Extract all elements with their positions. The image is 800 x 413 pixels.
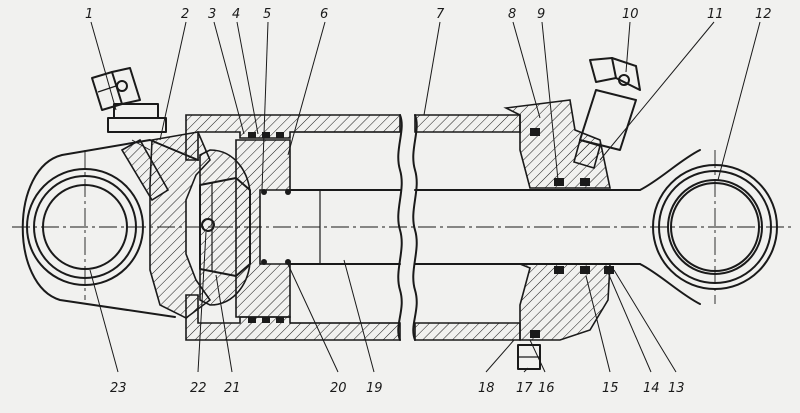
- callout-5: 5: [263, 7, 271, 22]
- callout-6: 6: [320, 7, 328, 22]
- front-mount-eye: [639, 149, 778, 305]
- cylinder-barrel: [185, 114, 521, 341]
- callout-1: 1: [85, 7, 93, 22]
- callout-15: 15: [602, 381, 619, 396]
- callout-3: 3: [208, 7, 216, 22]
- rear-mount-eye: [21, 131, 212, 319]
- callout-labels: 1 2 3 4 5 6 7 8 9 10 11 12 13 14 15 16 1…: [85, 7, 772, 396]
- callout-11: 11: [707, 7, 724, 22]
- callout-10: 10: [622, 7, 639, 22]
- front-gland: [503, 99, 614, 370]
- callout-23: 23: [110, 381, 127, 396]
- callout-leaders: [89, 21, 761, 373]
- callout-20: 20: [330, 381, 347, 396]
- callout-13: 13: [668, 381, 685, 396]
- callout-22: 22: [190, 381, 207, 396]
- piston: [199, 139, 291, 318]
- callout-18: 18: [478, 381, 495, 396]
- callout-21: 21: [224, 381, 241, 396]
- callout-14: 14: [643, 381, 660, 396]
- callout-17: 17: [516, 381, 533, 396]
- rear-fitting: [91, 67, 170, 202]
- callout-4: 4: [232, 7, 240, 22]
- front-fitting: [573, 57, 641, 170]
- callout-9: 9: [537, 7, 545, 22]
- callout-8: 8: [508, 7, 516, 22]
- callout-2: 2: [181, 7, 189, 22]
- callout-16: 16: [538, 381, 555, 396]
- callout-19: 19: [366, 381, 383, 396]
- callout-7: 7: [436, 7, 445, 22]
- callout-12: 12: [755, 7, 772, 22]
